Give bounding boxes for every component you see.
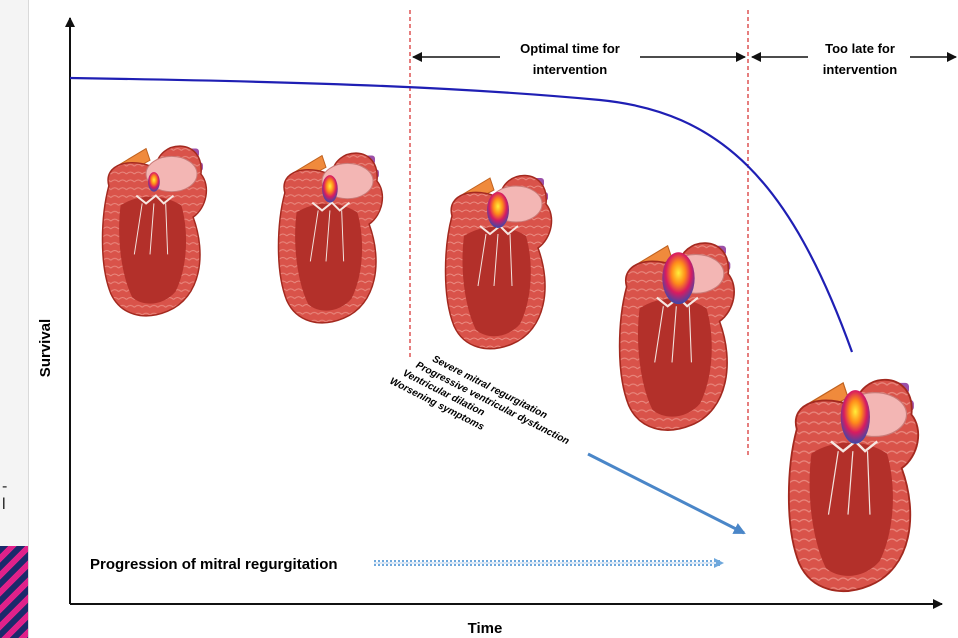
- too-late-window-label-line2: intervention: [823, 62, 897, 77]
- optimal-window-label-line1: Optimal time for: [520, 41, 620, 56]
- heart-stage-5-icon: [789, 380, 918, 591]
- heart-stage-3-icon: [446, 175, 552, 348]
- x-axis-label: Time: [468, 620, 503, 637]
- heart-stage-2-icon: [278, 153, 382, 323]
- symptom-list: Severe mitral regurgitation Progressive …: [388, 341, 577, 470]
- optimal-window-label-line2: intervention: [533, 62, 607, 77]
- heart-stage-4-icon: [620, 243, 735, 430]
- progression-label: Progression of mitral regurgitation: [90, 556, 338, 573]
- y-axis-label: Survival: [37, 319, 54, 377]
- too-late-window-label-line1: Too late for: [825, 41, 895, 56]
- heart-stage-1-icon: [102, 146, 206, 316]
- symptom-progression-arrow: [588, 454, 744, 533]
